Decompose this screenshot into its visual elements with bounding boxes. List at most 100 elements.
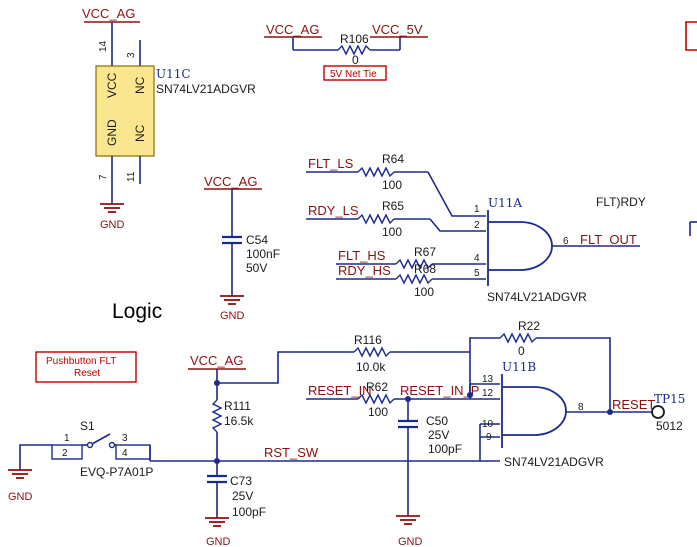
u11a-gate: 1 2 4 5 6 FLT_OUT U11A SN74LV21ADGVR FLT… xyxy=(474,195,646,304)
vcc-ag-label-c54: VCC_AG xyxy=(204,174,257,189)
u11c-part: SN74LV21ADGVR xyxy=(156,82,256,96)
r62-body xyxy=(357,393,395,405)
gnd-symbol-c73 xyxy=(205,517,229,527)
u11b-pin-8: 8 xyxy=(578,402,584,413)
c73-ref: C73 xyxy=(230,474,252,488)
r111-value: 16.5k xyxy=(224,414,254,428)
u11a-inputs: FLT_LS R64 100 RDY_LS R65 100 FLT_HS R67… xyxy=(306,152,486,299)
gnd-label-u11c: GND xyxy=(100,219,125,231)
s1-pin-3: 3 xyxy=(122,433,128,444)
s1-pin-2: 2 xyxy=(62,448,68,459)
r64-value: 100 xyxy=(382,178,402,192)
r106-body xyxy=(337,44,371,56)
net-tie-note-box xyxy=(323,65,387,81)
u11b-pin-12: 12 xyxy=(482,388,494,399)
r67-body xyxy=(395,258,433,270)
r106-value: 0 xyxy=(352,53,359,67)
rdy-ls-label: RDY_LS xyxy=(308,203,359,218)
r22-ref: R22 xyxy=(518,319,540,333)
r65-body xyxy=(357,213,395,225)
offscreen-note-box xyxy=(685,21,697,51)
reset-in-label: RESET_IN xyxy=(308,383,372,398)
reset-label: RESET xyxy=(612,397,655,412)
vcc-ag-label-r106: VCC_AG xyxy=(266,22,319,37)
u11c-pin-vcc: VCC xyxy=(105,72,119,98)
s1-switch-lever xyxy=(91,433,111,445)
tp15-symbol xyxy=(651,405,665,419)
u11c-pin-gnd: GND xyxy=(105,119,119,146)
s1-pin-1: 1 xyxy=(64,433,70,444)
flt-out-label: FLT_OUT xyxy=(580,232,637,247)
flt-rdy-label: FLT)RDY xyxy=(596,195,646,209)
vcc-5v-label: VCC_5V xyxy=(372,22,423,37)
u11a-ref: U11A xyxy=(488,196,522,210)
pin-3: 3 xyxy=(126,52,137,58)
s1-part: EVQ-P7A01P xyxy=(80,465,153,479)
pin-11: 11 xyxy=(126,171,137,182)
u11a-pin-1: 1 xyxy=(474,204,480,215)
u11a-body xyxy=(488,221,553,271)
pushbutton-note: Pushbutton FLT Reset xyxy=(35,351,137,383)
pushbutton-note-line2: Reset xyxy=(74,368,100,379)
r22-body xyxy=(499,332,537,344)
c73-cap: 100pF xyxy=(232,505,266,519)
tp15-ref: TP15 xyxy=(654,392,685,406)
r64-ref: R64 xyxy=(382,152,404,166)
r68-ref: R68 xyxy=(414,262,436,276)
c54-value: 100nF xyxy=(246,247,280,261)
gnd-symbol-c50 xyxy=(396,515,420,525)
r116-value: 10.0k xyxy=(356,360,386,374)
r67-ref: R67 xyxy=(414,245,436,259)
vcc-ag-label-u11c: VCC_AG xyxy=(82,6,135,21)
gnd-label-s1: GND xyxy=(8,491,33,503)
u11a-pin-2: 2 xyxy=(474,220,480,231)
gnd-symbol-c54 xyxy=(220,295,244,305)
r68-body xyxy=(395,273,433,285)
r62-ref: R62 xyxy=(366,380,388,394)
rst-sw-label: RST_SW xyxy=(264,445,319,460)
s1-pushbutton: 1 2 3 4 S1 EVQ-P7A01P GND xyxy=(8,419,153,503)
net-tie-note: 5V Net Tie xyxy=(330,69,377,80)
gnd-label-c50: GND xyxy=(398,536,423,547)
c54-block: VCC_AG C54 100nF 50V GND xyxy=(204,174,280,322)
logic-title: Logic xyxy=(112,300,162,323)
c50-cap: 100pF xyxy=(428,442,462,456)
r111-body xyxy=(211,399,223,433)
pin-7: 7 xyxy=(98,174,109,180)
u11b-ref: U11B xyxy=(502,360,536,374)
gnd-label-c73: GND xyxy=(206,536,231,547)
pushbutton-note-line1: Pushbutton FLT xyxy=(46,356,116,367)
r65-ref: R65 xyxy=(382,199,404,213)
r62-value: 100 xyxy=(368,405,388,419)
u11b-pin-9: 9 xyxy=(486,432,492,443)
u11b-pin-10: 10 xyxy=(482,419,494,430)
r116-ref: R116 xyxy=(354,333,382,347)
u11b-pin-13: 13 xyxy=(482,374,494,385)
gnd-symbol-u11c xyxy=(100,203,124,213)
c50-value: 25V xyxy=(428,428,449,442)
c73-value: 25V xyxy=(232,489,253,503)
r106-ref: R106 xyxy=(340,32,369,46)
flt-hs-label: FLT_HS xyxy=(338,248,386,263)
u11b-gate: 13 12 10 9 8 U11B SN74LV21ADGVR RESET TP… xyxy=(482,360,685,469)
u11a-part: SN74LV21ADGVR xyxy=(487,290,587,304)
c54-ref: C54 xyxy=(246,233,268,247)
gnd-symbol-s1 xyxy=(8,469,32,479)
r64-body xyxy=(357,166,395,178)
r116-body xyxy=(353,346,391,358)
reset-circuit: VCC_AG R116 10.0k R22 0 RESET_IN R62 100… xyxy=(150,319,611,547)
rdy-hs-label: RDY_HS xyxy=(338,263,391,278)
s1-pin-4: 4 xyxy=(122,448,128,459)
s1-ref: S1 xyxy=(80,419,95,433)
r22-value: 0 xyxy=(518,344,525,358)
u11c-pin-nc1: NC xyxy=(133,76,147,94)
u11b-part: SN74LV21ADGVR xyxy=(504,455,604,469)
flt-ls-label: FLT_LS xyxy=(308,156,354,171)
u11a-pin-6: 6 xyxy=(563,236,569,247)
u11b-body xyxy=(502,386,567,436)
tp15-value: 5012 xyxy=(656,419,683,433)
u11c-body xyxy=(95,65,155,157)
r65-value: 100 xyxy=(382,225,402,239)
r106-net-tie: VCC_AG VCC_5V R106 0 5V Net Tie xyxy=(264,22,428,81)
